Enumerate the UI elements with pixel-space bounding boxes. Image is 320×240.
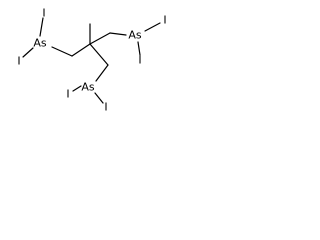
bond-right-as-to-bottom-iodine — [137, 41, 141, 56]
iodine-atom-right-bottom: I — [138, 54, 141, 67]
bond-left-ch2-to-as — [51, 46, 73, 57]
bond-quaternary-carbon-to-left-ch2 — [71, 43, 91, 57]
iodine-atom-bottom-left: I — [66, 88, 69, 101]
bond-bottom-ch2-to-as — [95, 64, 109, 82]
bond-bottom-as-to-right-iodine — [94, 92, 104, 104]
bond-right-ch2-to-as — [109, 32, 127, 36]
iodine-atom-bottom-right: I — [104, 101, 107, 114]
bond-quaternary-carbon-to-right-ch2 — [89, 32, 111, 45]
bond-left-as-to-top-iodine — [39, 17, 44, 37]
iodine-atom-left-top: I — [42, 7, 45, 20]
iodine-atom-left-bottom: I — [17, 55, 20, 68]
iodine-atom-right-top: I — [163, 14, 166, 27]
bond-quaternary-carbon-to-bottom-ch2 — [89, 43, 109, 66]
molecule-structure-diagram: As I I As I I As I I — [17, 7, 166, 114]
bond-right-as-to-top-iodine — [144, 22, 161, 32]
arsenic-atom-right: As — [128, 29, 142, 42]
bond-bottom-as-to-left-iodine — [72, 85, 82, 92]
arsenic-atom-bottom: As — [81, 81, 95, 94]
bond-left-as-to-bottom-iodine — [22, 47, 34, 58]
arsenic-atom-left: As — [33, 37, 47, 50]
